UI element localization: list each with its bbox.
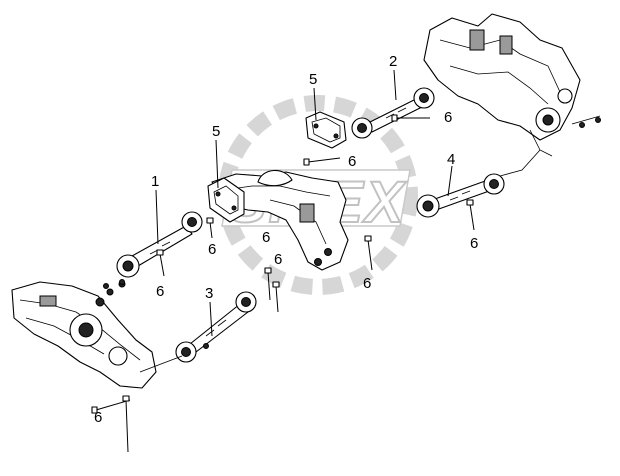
callout-4: 4 <box>447 151 455 168</box>
callouts: 1 2 3 4 5 5 6 6 6 6 6 6 6 6 6 <box>94 53 478 426</box>
torque-rod-1 <box>116 211 203 278</box>
bolt <box>206 217 214 239</box>
bolt <box>364 235 373 271</box>
mounting-plate-upper <box>305 111 347 149</box>
callout-6-upper-right: 6 <box>444 109 452 126</box>
mounting-plate-lower <box>207 177 245 223</box>
callout-5-lower: 5 <box>212 123 220 140</box>
callout-6-center-a: 6 <box>262 229 270 246</box>
leader-lines <box>155 69 453 337</box>
bolt <box>466 199 475 231</box>
bolt <box>303 157 341 166</box>
callout-2: 2 <box>389 53 397 70</box>
bolt <box>122 395 130 453</box>
torque-rod-3 <box>175 291 257 363</box>
callout-6-left-plate: 6 <box>208 241 216 258</box>
bolt <box>391 114 430 122</box>
bolt <box>156 249 165 277</box>
bolts <box>91 114 475 453</box>
callout-3: 3 <box>205 285 213 302</box>
callout-6-bottom: 6 <box>94 409 102 426</box>
callout-6-rod4: 6 <box>470 235 478 252</box>
center-frame-bracket <box>211 169 349 271</box>
callout-1: 1 <box>151 173 159 190</box>
bolt <box>91 399 131 414</box>
callout-6-center-c: 6 <box>363 275 371 292</box>
torque-rod-4 <box>416 173 505 218</box>
front-axle-housing <box>11 280 157 389</box>
callout-6-center-b: 6 <box>274 251 282 268</box>
bolt <box>264 267 272 301</box>
callout-6-rod1: 6 <box>156 283 164 300</box>
assembly-lines <box>139 115 601 373</box>
bolt <box>272 281 280 313</box>
callout-5-upper: 5 <box>309 71 317 88</box>
callout-6-upper-center: 6 <box>348 153 356 170</box>
rear-axle-housing <box>423 13 601 157</box>
